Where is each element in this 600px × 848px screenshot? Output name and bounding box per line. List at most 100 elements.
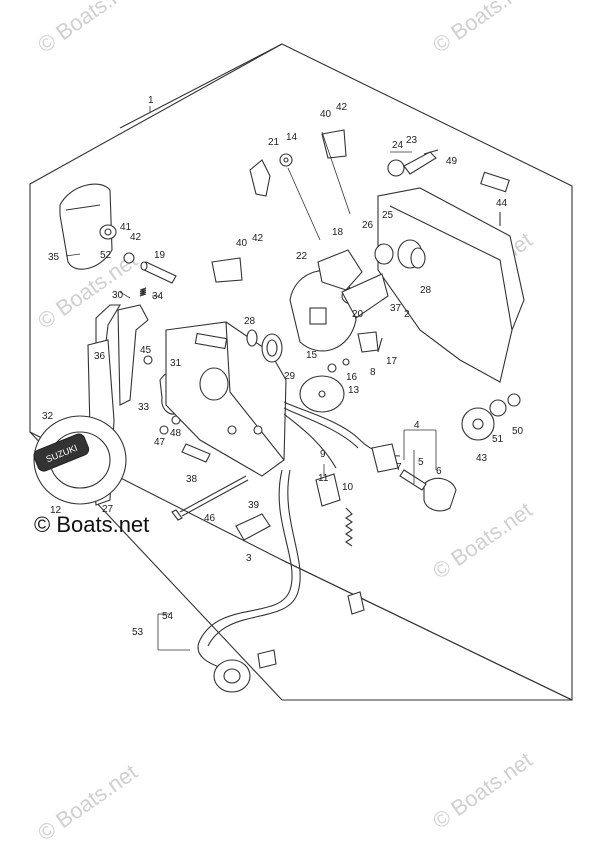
bolt-46 <box>179 475 247 513</box>
washer-52 <box>99 224 117 240</box>
label-53: 53 <box>132 627 144 638</box>
label-6: 6 <box>436 466 442 477</box>
label-40b: 40 <box>236 238 248 249</box>
cover-inner-edge <box>389 205 513 331</box>
bolt-46-edge <box>181 479 249 517</box>
oring-28-left <box>246 329 258 347</box>
plug-10 <box>347 591 365 615</box>
lever-21 <box>249 159 271 197</box>
label-7: 7 <box>396 462 402 473</box>
connector-53-inner <box>223 668 241 684</box>
lever-36 <box>117 304 149 406</box>
side-cover <box>377 187 525 383</box>
label-39: 39 <box>248 500 260 511</box>
housing-edge <box>225 321 285 461</box>
label-16: 16 <box>346 372 358 383</box>
clip-38 <box>181 443 211 463</box>
oring-28-right <box>410 247 426 269</box>
label-19: 19 <box>154 250 166 261</box>
housing-screw-b <box>253 425 263 435</box>
washer-43-hole <box>472 418 484 430</box>
connector-11 <box>315 473 341 507</box>
label-41: 41 <box>120 222 132 233</box>
bolt-50 <box>507 393 521 407</box>
washer-24 <box>387 159 405 177</box>
label-52: 52 <box>100 250 112 261</box>
label-31: 31 <box>170 358 182 369</box>
label-29: 29 <box>284 371 296 382</box>
nut-42a <box>123 252 135 264</box>
label-5: 5 <box>418 457 424 468</box>
frame-37 <box>341 273 389 319</box>
gear-26 <box>374 243 394 265</box>
housing-screw-a <box>227 425 237 435</box>
washer-51 <box>489 399 507 417</box>
cap-54 <box>257 649 277 669</box>
label-43: 43 <box>476 453 488 464</box>
housing-port <box>199 367 229 401</box>
label-35: 35 <box>48 252 60 263</box>
label-51: 51 <box>492 434 504 445</box>
label-21: 21 <box>268 137 280 148</box>
label-40a: 40 <box>320 109 332 120</box>
wire-harness-3 <box>283 413 337 469</box>
nut-47 <box>159 425 169 435</box>
bolt-46-head <box>171 509 183 521</box>
label-23: 23 <box>406 135 418 146</box>
main-cable-2 <box>207 469 301 647</box>
label-42c: 42 <box>252 233 264 244</box>
screw-45 <box>143 355 153 365</box>
bracket-18 <box>317 249 363 291</box>
copyright-text: © Boats.net <box>34 512 150 537</box>
label-32: 32 <box>42 411 54 422</box>
label-36: 36 <box>94 351 106 362</box>
label-27: 27 <box>102 504 114 515</box>
label-34: 34 <box>152 291 164 302</box>
label-3: 3 <box>246 553 252 564</box>
label-25: 25 <box>382 210 394 221</box>
pin-19-end <box>140 261 148 271</box>
label-54: 54 <box>162 611 174 622</box>
key-6 <box>423 477 457 512</box>
main-cable <box>197 469 293 669</box>
boot-29 <box>261 333 283 363</box>
label-24: 24 <box>392 140 404 151</box>
label-48: 48 <box>170 428 182 439</box>
label-46: 46 <box>204 513 216 524</box>
label-20: 20 <box>352 309 364 320</box>
label-17: 17 <box>386 356 398 367</box>
brand-badge: SUZUKI <box>33 433 90 472</box>
label-47: 47 <box>154 437 166 448</box>
label-12: 12 <box>50 505 62 516</box>
label-42b: 42 <box>130 232 142 243</box>
washer-14-hole <box>283 157 289 163</box>
friction-plate-22 <box>289 270 357 352</box>
label-28a: 28 <box>244 316 256 327</box>
label-37: 37 <box>390 303 402 314</box>
label-18: 18 <box>332 227 344 238</box>
label-13: 13 <box>348 385 360 396</box>
label-9: 9 <box>320 449 326 460</box>
screw-16 <box>342 358 350 366</box>
label-42a: 42 <box>336 102 348 113</box>
spring-34 <box>139 287 147 297</box>
label-10: 10 <box>342 482 354 493</box>
handle-grip-detail <box>65 204 101 211</box>
part-labels: 1 2 3 4 5 6 7 8 9 10 11 12 13 14 15 16 1… <box>42 95 524 638</box>
washer-43 <box>461 407 495 441</box>
spring-wire-10 <box>345 507 353 547</box>
label-28b: 28 <box>420 285 432 296</box>
screw-17 <box>377 337 383 353</box>
cover-32 <box>33 415 127 505</box>
housing-label <box>194 332 228 350</box>
washer-52-hole <box>104 228 112 236</box>
wire-harness-2 <box>283 407 359 449</box>
label-33: 33 <box>138 402 150 413</box>
key-blade-5 <box>399 469 427 491</box>
bracket-40b <box>211 257 243 283</box>
label-14: 14 <box>286 132 298 143</box>
boot-29-inner <box>266 339 278 357</box>
label-38: 38 <box>186 474 198 485</box>
frame-edge-bottom <box>281 559 573 701</box>
